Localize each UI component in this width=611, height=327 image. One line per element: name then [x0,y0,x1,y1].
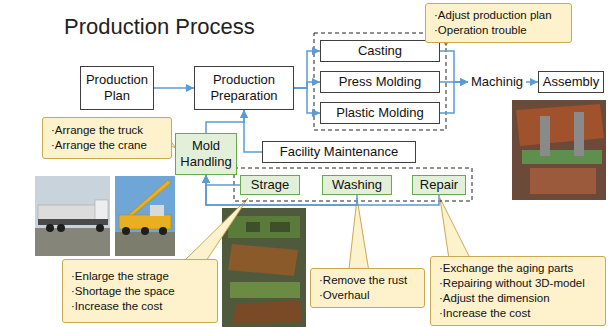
mold-cavity [270,222,290,232]
flow-arrow [206,110,244,133]
box-label: Machinig [470,74,524,90]
callout-note: ·Exchange the aging parts·Repairing with… [430,256,606,326]
flow-arrow [206,175,240,185]
callout-text: ·Overhaul [319,288,416,303]
process-box: Casting [320,40,440,62]
crane-cab [150,205,164,216]
crane-boom [127,180,171,216]
callout-note: ·Remove the rust·Overhaul [310,268,425,308]
callout-text: ·Enlarge the strage [71,269,209,284]
handling-box: Strage [240,175,300,195]
process-box: Press Molding [320,71,440,93]
box-label: Strage [244,177,296,193]
callout-note: ·Enlarge the strage·Shortage the space·I… [62,259,218,323]
mold-part [516,104,604,146]
box-label: Mold Handling [179,138,233,169]
handling-box: Repair [412,175,466,195]
box-label: Washing [326,177,388,193]
callout-text: ·Increase the cost [439,306,597,321]
box-label: Plastic Molding [324,105,436,121]
box-label: Production Preparation [198,72,290,103]
box-label: Assembly [542,74,600,90]
callout-tails [160,30,474,278]
callout-text: ·Arrange the crane [51,138,163,153]
truck-bed [38,205,96,220]
truck-wheel [57,224,65,232]
callout-text: ·Increase the cost [71,299,209,314]
flow-arrow [294,82,320,88]
process-label-box: Machinig [468,71,526,93]
callout-text: ·Repairing without 3D-model [439,276,597,291]
mold-bolt [574,112,584,156]
callout-note: ·Adjust production plan·Operation troubl… [425,3,572,43]
mold-cavity [246,222,260,232]
crane-wheel [122,227,130,235]
flow-arrow [440,51,468,82]
process-box: Assembly [538,71,604,93]
mold-plate [228,244,298,276]
callout-tail [348,198,370,278]
truck-photo [35,176,110,256]
callout-text: ·Arrange the truck [51,123,163,138]
callout-text: ·Operation trouble [434,23,563,38]
flow-arrow [294,51,320,88]
process-box: Production Preparation [194,66,294,110]
callout-text: ·Remove the rust [319,273,416,288]
flow-arrow [244,110,262,152]
flow-arrow [526,81,538,83]
storage-photo [222,208,306,327]
crane-photo [115,176,175,256]
photo-ground [222,208,306,327]
repair-photo [512,100,606,200]
crane-body [119,215,171,229]
box-label: Production Plan [84,72,150,103]
flow-arrow [154,87,194,89]
callout-text: ·Shortage the space [71,284,209,299]
flow-arrow [206,175,439,205]
process-box: Facility Maintenance [262,141,416,163]
callout-text: ·Adjust the dimension [439,291,597,306]
mold-part [530,168,596,194]
box-label: Facility Maintenance [266,144,412,160]
mold-plate [230,282,300,298]
mold-plate [232,300,302,324]
box-label: Press Molding [324,74,436,90]
photo-sky [115,176,175,256]
process-box: Production Plan [80,66,154,110]
callout-text: ·Exchange the aging parts [439,261,597,276]
dashed-group [314,33,446,130]
handling-box: Washing [322,175,392,195]
crane-wheel [141,227,149,235]
box-label: Casting [324,43,436,59]
photo-ground [35,228,110,256]
diagram-title: Production Process [64,14,255,40]
box-label: Repair [416,177,462,193]
photo-ground [115,232,175,256]
handling-box: Mold Handling [175,133,237,175]
mold-plate [228,216,300,238]
truck-chassis [38,219,108,225]
flow-arrow [440,82,468,113]
truck-cab [95,200,108,222]
photo-sky [35,176,110,256]
truck-wheel [96,224,104,232]
flow-arrow [294,88,320,113]
callout-note: ·Arrange the truck·Arrange the crane [42,117,172,159]
photo-ground [512,100,606,200]
process-box: Plastic Molding [320,102,440,124]
mold-part [522,150,602,164]
dashed-group [234,168,472,201]
truck-wheel [46,224,54,232]
mold-bolt [540,116,550,156]
crane-wheel [159,227,167,235]
callout-text: ·Adjust production plan [434,8,563,23]
